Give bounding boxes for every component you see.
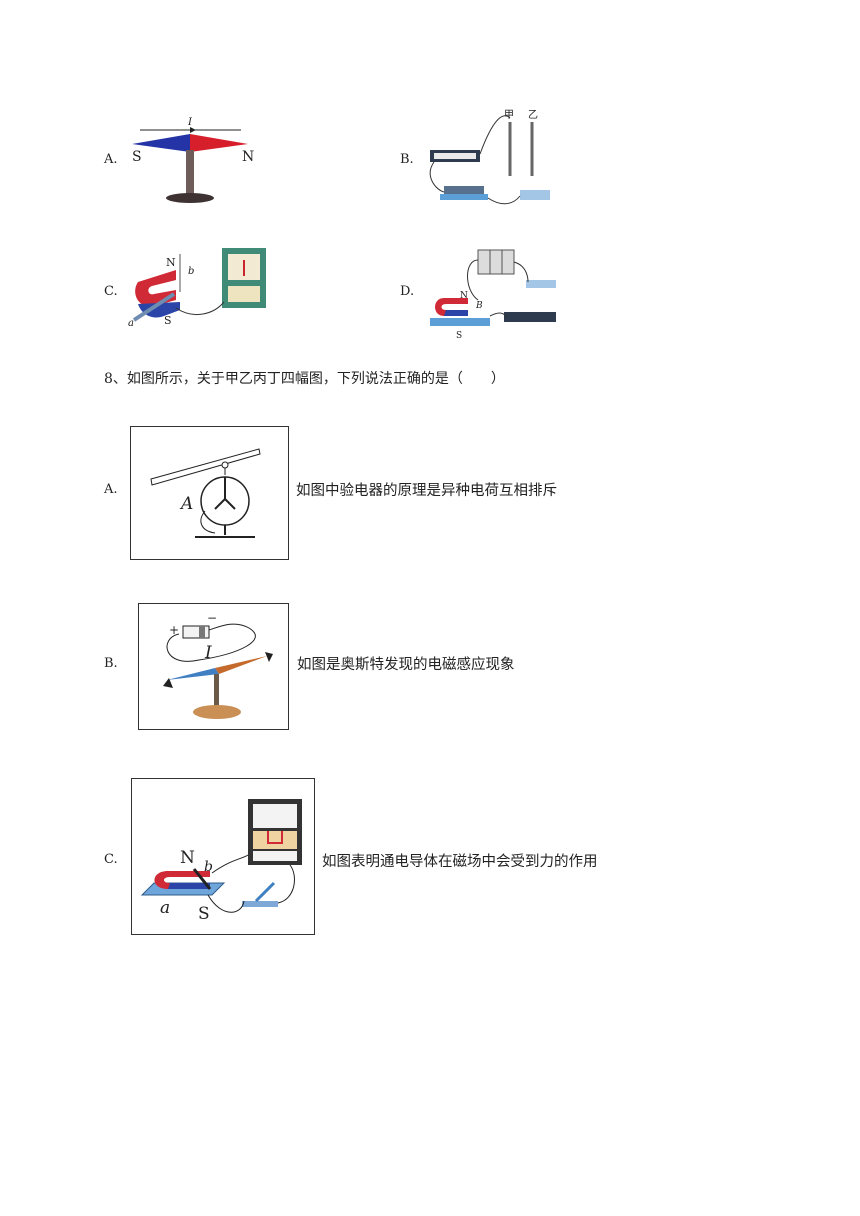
q7-option-d-figure: N S B: [430, 249, 556, 341]
south-pole-label: S: [456, 331, 462, 341]
current-label: I: [187, 117, 193, 128]
q7-option-c-label: C.: [104, 284, 118, 299]
q8-option-b-label: B.: [104, 656, 118, 671]
needle-south: [132, 134, 190, 152]
north-pole-label: N: [166, 256, 176, 269]
point-b-label: b: [204, 859, 213, 875]
south-pole-label: S: [164, 314, 172, 327]
south-pole-label: S: [132, 149, 142, 165]
q8-stem: 8、如图所示，关于甲乙丙丁四幅图，下列说法正确的是（ ）: [104, 371, 505, 387]
q7-option-d-label: D.: [400, 284, 415, 299]
q7-option-a-figure: I S N: [132, 117, 254, 203]
q8-option-c-figure: N S a b: [131, 778, 315, 935]
q8-option-b-text: 如图是奥斯特发现的电磁感应现象: [297, 657, 515, 673]
q8-option-a-figure: A: [130, 426, 289, 560]
point-b-label: B: [475, 301, 483, 311]
point-a-label: a: [160, 898, 170, 918]
q7-option-b-figure: 甲 乙: [429, 109, 550, 205]
q7-option-a-label: A.: [104, 152, 118, 167]
jia-label: 甲: [504, 110, 514, 121]
q8-option-c-text: 如图表明通电导体在磁场中会受到力的作用: [322, 854, 598, 870]
electroscope-letter: A: [179, 494, 193, 514]
needle-north: [190, 134, 248, 152]
q7-option-b-label: B.: [400, 152, 414, 167]
point-b-label: b: [188, 266, 194, 277]
battery-minus: −: [207, 611, 217, 625]
north-pole-label: N: [180, 848, 195, 868]
current-label: I: [204, 643, 212, 663]
q8-option-a-text: 如图中验电器的原理是异种电荷互相排斥: [296, 483, 557, 499]
north-pole-label: N: [460, 291, 468, 301]
q7-option-c-figure: N b a S: [128, 248, 266, 329]
q8-option-b-figure: + − I: [138, 603, 289, 730]
south-pole-label: S: [198, 904, 210, 924]
north-pole-label: N: [242, 149, 254, 165]
q8-option-c-label: C.: [104, 852, 118, 867]
battery-plus: +: [169, 623, 179, 637]
yi-label: 乙: [528, 109, 538, 121]
point-a-label: a: [128, 318, 134, 329]
q8-option-a-label: A.: [104, 482, 118, 497]
